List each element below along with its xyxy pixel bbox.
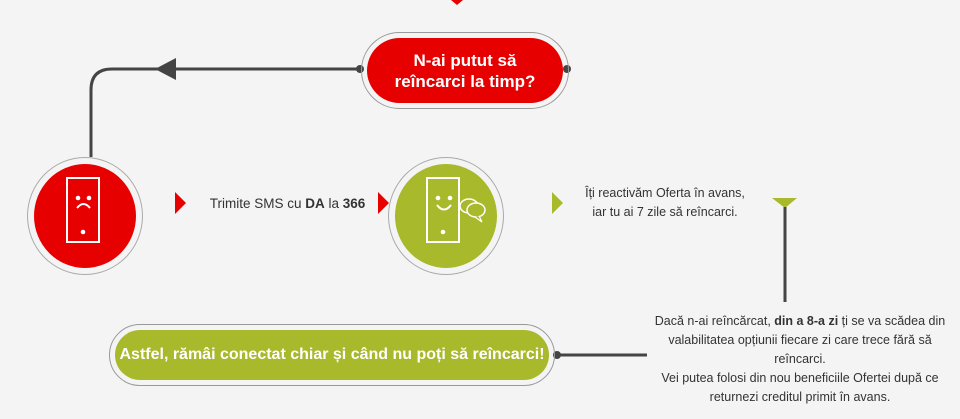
top-arrow-icon <box>451 0 463 5</box>
step3-text: Dacă n-ai reîncărcat, din a 8-a zi ți se… <box>654 314 946 404</box>
question-line: N-ai putut să <box>413 50 517 70</box>
step2-text: Îți reactivăm Oferta în avans,iar tu ai … <box>585 186 745 219</box>
connector-question-to-sad <box>89 67 360 157</box>
question-line: reîncarci la timp? <box>394 71 536 91</box>
happy-circle-ring <box>388 157 504 275</box>
happy-phone-circle <box>395 164 497 268</box>
happy-phone-message-icon <box>426 177 486 243</box>
conclusion-pill-ring <box>109 324 555 386</box>
question-pill: N-ai putut să reîncarci la timp? <box>367 38 563 103</box>
arrow-right-green-icon <box>552 192 563 214</box>
sad-phone-circle <box>34 164 136 268</box>
conclusion-pill: Astfel, rămâi conectat chiar și când nu … <box>115 330 549 380</box>
step1-text: Trimite SMS cu DA la 366 <box>209 196 366 211</box>
conclusion-text: Astfel, rămâi conectat chiar și când nu … <box>119 346 545 363</box>
sad-circle-ring <box>27 157 143 275</box>
arrow-right-red-icon <box>175 192 186 214</box>
question-pill-ring <box>361 32 569 109</box>
arrow-right-red-icon <box>378 192 389 214</box>
connector-dot <box>553 351 561 359</box>
sad-phone-icon <box>66 177 100 243</box>
arrow-left-icon <box>155 58 176 80</box>
arrow-down-green-icon <box>772 198 797 208</box>
